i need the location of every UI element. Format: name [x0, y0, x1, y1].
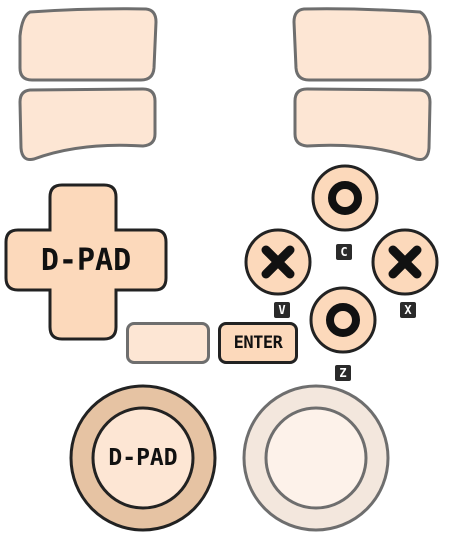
- select-button[interactable]: [126, 322, 210, 364]
- cross-icon: [261, 245, 295, 279]
- circle-icon: [328, 181, 362, 215]
- shoulder-button-r1[interactable]: [293, 87, 432, 161]
- circle-icon: [326, 303, 360, 337]
- left-stick-cap[interactable]: [91, 406, 195, 510]
- face-button-top-tag: C: [336, 244, 352, 260]
- shoulder-button-l1[interactable]: [18, 87, 157, 161]
- cross-dpad-icon[interactable]: [4, 183, 168, 341]
- face-button-bottom[interactable]: [309, 286, 377, 354]
- shoulder-button-r2[interactable]: [292, 7, 432, 82]
- enter-button-label: ENTER: [233, 333, 283, 353]
- cross-icon: [388, 245, 422, 279]
- face-button-top[interactable]: [311, 164, 379, 232]
- face-button-bottom-tag: Z: [335, 365, 351, 381]
- shoulder-button-l2[interactable]: [18, 7, 158, 82]
- face-button-left-tag: V: [274, 302, 290, 318]
- enter-button[interactable]: ENTER: [218, 322, 298, 364]
- face-button-right-tag: X: [400, 302, 416, 318]
- right-stick-cap[interactable]: [264, 406, 368, 510]
